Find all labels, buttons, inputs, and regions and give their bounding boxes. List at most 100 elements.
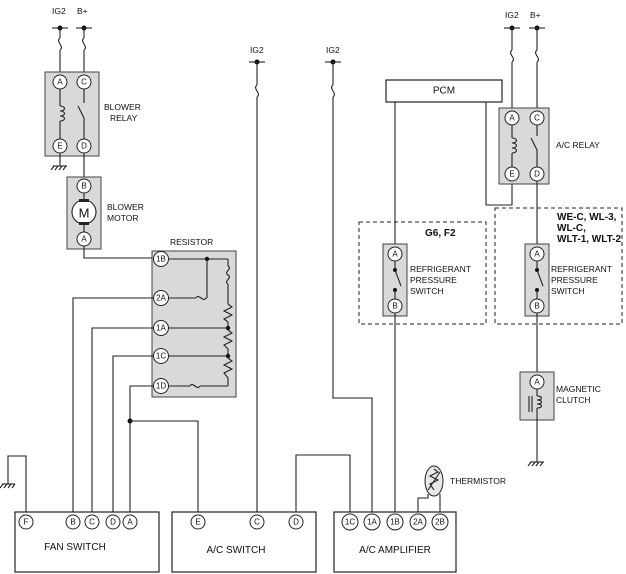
amp-pin-1a: 1A (367, 518, 377, 527)
ig2-label: IG2 (52, 6, 66, 16)
resistor-element-icon (222, 357, 234, 379)
switch-contact-icon (394, 269, 402, 287)
blower-motor-label-2: MOTOR (107, 213, 138, 223)
ac-relay-pin-c: C (534, 114, 540, 123)
ig2-label: IG2 (505, 10, 519, 20)
motor-pin-a: A (81, 235, 87, 244)
rps-right-label-3: SWITCH (551, 286, 585, 296)
ac-relay-pin-d: D (534, 170, 540, 179)
group-right-title-1: WE-C, WL-3, (557, 212, 617, 223)
relay-coil-icon (511, 137, 518, 154)
rps-right-pin-b: B (534, 302, 539, 311)
fuse-icon (331, 84, 335, 98)
rps-left-label-3: SWITCH (410, 286, 444, 296)
blower-relay-label-1: BLOWER (104, 102, 141, 112)
relay-pin-e: E (57, 142, 62, 151)
clutch-label-1: MAGNETIC (556, 384, 601, 394)
ac-relay: A C E D A/C RELAY (498, 107, 600, 185)
ac-switch-label: A/C SWITCH (207, 545, 266, 556)
fan-switch-label: FAN SWITCH (44, 542, 106, 553)
fan-switch: F B C D A FAN SWITCH (14, 511, 160, 573)
fan-pin-c: C (89, 518, 95, 527)
rps-right-label-2: PRESSURE (551, 275, 598, 285)
ac-switch-ig2-source: IG2 (249, 45, 265, 512)
blower-motor-label-1: BLOWER (107, 202, 144, 212)
fan-pin-a: A (127, 518, 133, 527)
ac-relay-bplus-source: B+ (529, 10, 545, 110)
refrigerant-pressure-switch-right: A B REFRIGERANT PRESSURE SWITCH (524, 243, 612, 317)
relay-contact-icon (530, 137, 538, 151)
clutch-pin-a: A (534, 378, 540, 387)
rps-left-label-1: REFRIGERANT (410, 264, 471, 274)
clutch-label-2: CLUTCH (556, 395, 590, 405)
blower-ig2-source: IG2 (52, 6, 68, 74)
fan-pin-b: B (70, 518, 75, 527)
resistor-element-icon (222, 303, 234, 323)
blower-motor: B A M BLOWER MOTOR (66, 176, 144, 250)
ac-switch-pin-d: D (293, 518, 299, 527)
bplus-label: B+ (77, 6, 88, 16)
relay-pin-d: D (81, 142, 87, 151)
resistor-pin-2a: 2A (156, 294, 166, 303)
resistor-pin-1b: 1B (156, 255, 166, 264)
bplus-label: B+ (530, 10, 541, 20)
fuse-icon (195, 296, 207, 300)
clutch-ground (527, 408, 544, 467)
resistor-pin-1d: 1D (156, 382, 166, 391)
blower-relay-label-2: RELAY (110, 113, 138, 123)
variant-group-we-wl (494, 207, 623, 325)
resistor-pin-1c: 1C (156, 352, 166, 361)
resistor-element-icon (222, 329, 234, 350)
group-right-title-2: WL-C, (557, 223, 586, 234)
thermistor: THERMISTOR (417, 465, 506, 512)
ig2-label: IG2 (250, 45, 264, 55)
fuse-icon (82, 37, 86, 51)
rps-right-pin-a: A (534, 250, 540, 259)
switch-contact-icon (536, 269, 544, 287)
rps-right-label-1: REFRIGERANT (551, 264, 612, 274)
group-left-title: G6, F2 (425, 228, 456, 239)
blower-relay: A C E D BLOWER RELAY (44, 71, 141, 157)
resistor-pin-1a: 1A (156, 324, 166, 333)
fan-pin-d: D (110, 518, 116, 527)
ac-relay-pin-a: A (509, 114, 515, 123)
ac-switch: E C D A/C SWITCH (171, 511, 317, 573)
amp-pin-1c: 1C (345, 518, 355, 527)
relay-pin-a: A (57, 78, 63, 87)
thermistor-label: THERMISTOR (450, 476, 506, 486)
resistor-label: RESISTOR (170, 237, 213, 247)
motor-pin-b: B (81, 182, 86, 191)
motor-symbol: M (79, 206, 90, 221)
blower-bplus-source: B+ (76, 6, 92, 74)
amp-pin-2a: 2A (413, 518, 423, 527)
ig2-label: IG2 (326, 45, 340, 55)
ac-amplifier-label: A/C AMPLIFIER (359, 545, 431, 556)
thermal-fuse-icon (226, 265, 230, 285)
variant-group-g6-f2 (358, 221, 487, 325)
group-right-title-3: WLT-1, WLT-2 (557, 234, 622, 245)
fuse-icon (58, 37, 62, 51)
ac-relay-pin-e: E (509, 170, 514, 179)
fuse-icon (510, 49, 514, 63)
relay-contact-icon (77, 105, 85, 119)
relay-pin-c: C (81, 78, 87, 87)
resistor: RESISTOR 1B 2A 1A 1C 1D (151, 237, 237, 398)
rps-left-pin-b: B (392, 302, 397, 311)
magnetic-clutch: A MAGNETIC CLUTCH (519, 371, 601, 421)
ac-amplifier: 1C 1A 1B 2A 2B A/C AMPLIFIER (333, 511, 457, 573)
amp-pin-2b: 2B (435, 518, 445, 527)
fuse-icon (255, 84, 259, 98)
ac-amp-ig2-source: IG2 (325, 45, 373, 512)
refrigerant-pressure-switch-left: A B REFRIGERANT PRESSURE SWITCH (382, 243, 471, 317)
fuse-icon (189, 384, 201, 388)
ac-switch-pin-e: E (195, 518, 200, 527)
amp-pin-1b: 1B (390, 518, 400, 527)
ac-relay-label: A/C RELAY (556, 140, 600, 150)
clutch-coil-icon (536, 395, 543, 409)
rps-left-label-2: PRESSURE (410, 275, 457, 285)
relay-coil-icon (59, 105, 66, 122)
relay-ground (50, 153, 67, 171)
fuse-icon (535, 49, 539, 63)
pcm-label: PCM (433, 86, 455, 97)
